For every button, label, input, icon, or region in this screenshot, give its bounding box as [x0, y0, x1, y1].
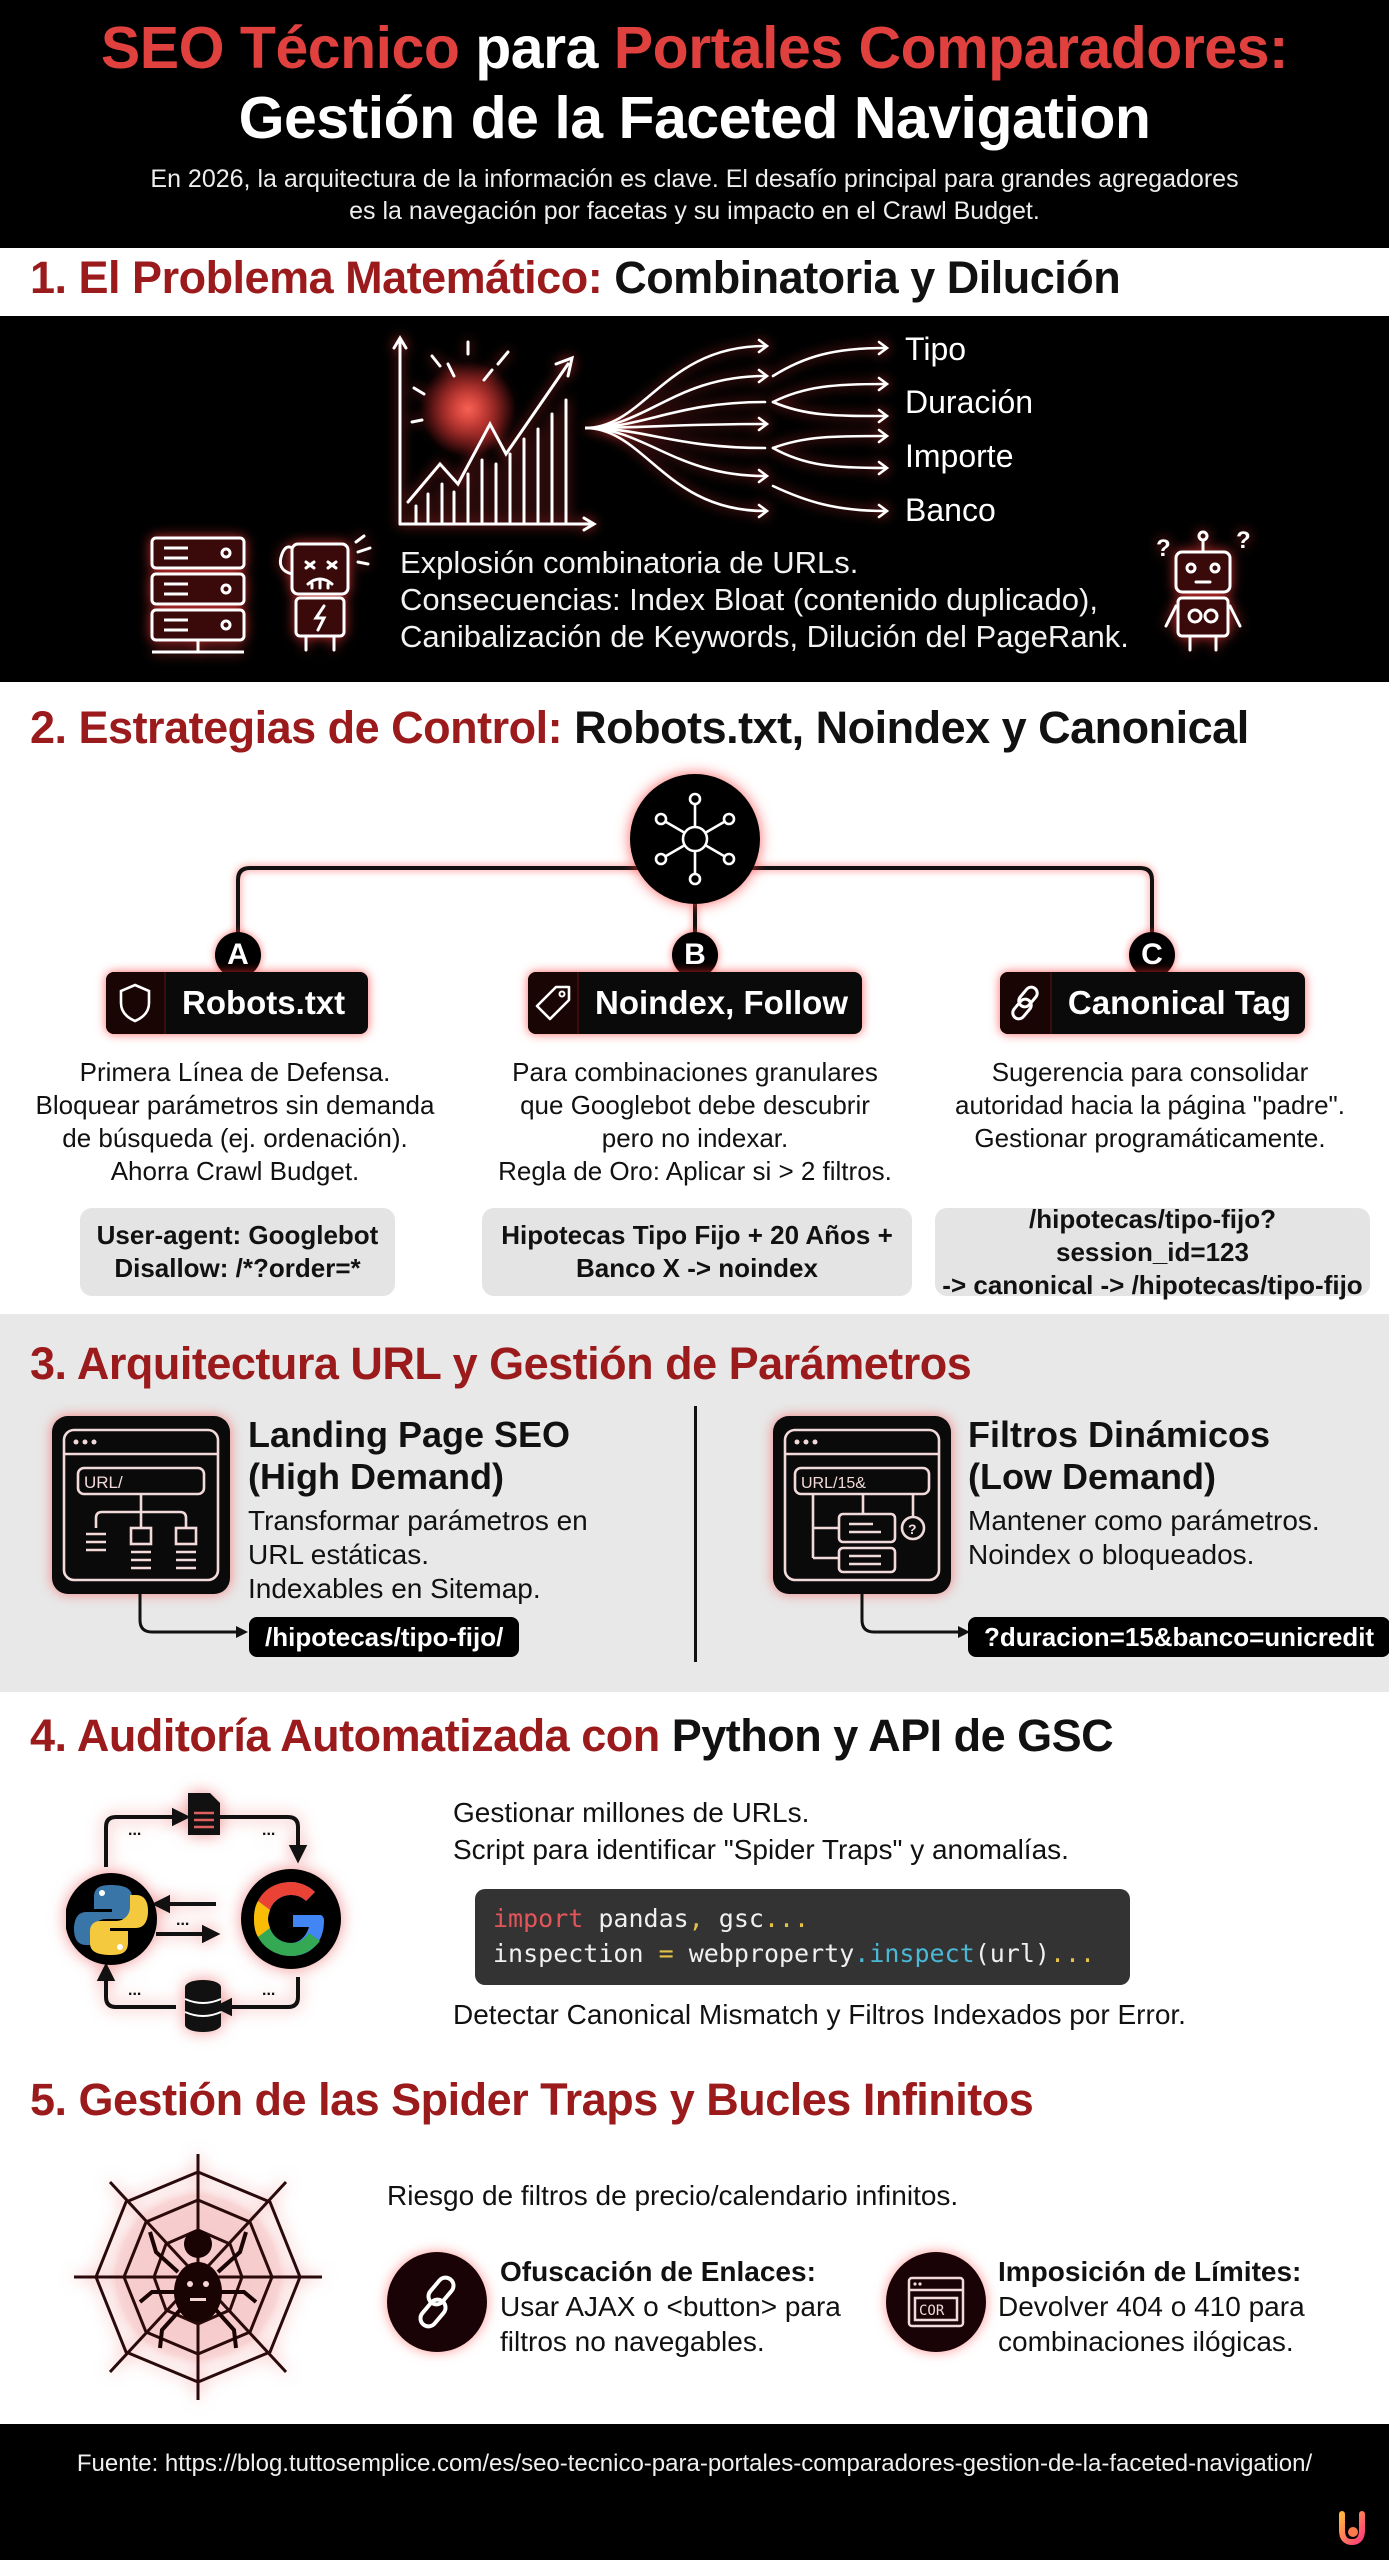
browser-window-cor-icon: COR: [886, 2252, 986, 2352]
section5-intro: Riesgo de filtros de precio/calendario i…: [387, 2180, 959, 2211]
automation-cycle-graphic: ...............: [66, 1793, 341, 2032]
section1-body: Tipo Duración Importe Banco Explosión co…: [0, 316, 1389, 682]
strategy-letter-c: C: [1129, 932, 1175, 978]
link-obfuscation-text: Ofuscación de Enlaces: Usar AJAX o <butt…: [500, 2256, 841, 2357]
section1-header: 1. El Problema Matemático: Combinatoria …: [0, 248, 1389, 316]
facet-label: Banco: [905, 492, 996, 528]
dynamic-url-chip: ?duracion=15&banco=unicredit: [968, 1617, 1389, 1657]
strategy-letter-a: A: [215, 932, 261, 978]
section5: 5. Gestión de las Spider Traps y Bucles …: [0, 2052, 1389, 2424]
database-icon: [185, 1980, 221, 2032]
landing-page-window-icon: URL/: [52, 1416, 230, 1594]
section5-title: 5. Gestión de las Spider Traps y Bucles …: [30, 2074, 1034, 2125]
svg-text:...: ...: [128, 1822, 141, 1839]
section2: 2. Estrategias de Control: Robots.txt, N…: [0, 682, 1389, 1314]
header: SEO Técnico para Portales Comparadores: …: [0, 0, 1389, 248]
svg-text:COR: COR: [919, 2303, 945, 2319]
column-divider: [694, 1406, 697, 1662]
section1-title: 1. El Problema Matemático: Combinatoria …: [30, 252, 1121, 303]
svg-text:URL/15&: URL/15&: [801, 1475, 866, 1492]
shield-icon: [106, 972, 166, 1034]
strategy-robots-txt: Robots.txt: [106, 972, 368, 1034]
dynamic-filters-title: Filtros Dinámicos(Low Demand): [968, 1414, 1271, 1497]
chain-link-icon: [387, 2252, 487, 2352]
server-stack-icon: [150, 536, 246, 654]
strategy-canonical-tag: Canonical Tag: [1000, 972, 1305, 1034]
footer: Fuente: https://blog.tuttosemplice.com/e…: [0, 2424, 1389, 2560]
network-hub-icon: [654, 792, 736, 886]
document-icon: [188, 1793, 220, 1835]
branching-arrows-icon: [585, 338, 890, 519]
facet-label: Duración: [905, 384, 1034, 420]
section3-title: 3. Arquitectura URL y Gestión de Parámet…: [30, 1338, 972, 1389]
arrow-connector: [860, 1594, 970, 1638]
svg-text:?: ?: [908, 1521, 917, 1537]
tuttosemplice-logo-icon: [1339, 2511, 1365, 2546]
code-snippet: import pandas, gsc...inspection = webpro…: [475, 1889, 1130, 1985]
source-link[interactable]: Fuente: https://blog.tuttosemplice.com/e…: [76, 2450, 1313, 2477]
limits-text: Imposición de Límites: Devolver 404 o 41…: [998, 2256, 1305, 2357]
page-title-line1: SEO Técnico para Portales Comparadores:: [100, 15, 1289, 81]
stressed-robot-icon: [278, 534, 372, 652]
spider-web-icon: [74, 2154, 322, 2400]
link-icon: [1000, 972, 1052, 1034]
landing-page-title: Landing Page SEO(High Demand): [248, 1414, 571, 1497]
svg-text:?: ?: [1236, 527, 1251, 554]
section4-intro: Gestionar millones de URLs.Script para i…: [453, 1797, 1069, 1865]
section2-title: 2. Estrategias de Control: Robots.txt, N…: [30, 702, 1249, 753]
page-title-line2: Gestión de la Faceted Navigation: [238, 85, 1151, 151]
strategy-description: Para combinaciones granulares que Google…: [498, 1057, 892, 1186]
svg-text:?: ?: [1156, 535, 1171, 562]
tag-icon: [528, 972, 579, 1034]
strategy-noindex-follow: Noindex, Follow: [528, 972, 862, 1034]
svg-text:...: ...: [262, 1982, 275, 1999]
section4-detection: Detectar Canonical Mismatch y Filtros In…: [453, 1999, 1186, 2030]
section1-consequences: Explosión combinatoria de URLs. Consecue…: [400, 545, 1129, 654]
exploding-chart-icon: [392, 335, 597, 532]
svg-text:URL/: URL/: [84, 1473, 123, 1492]
strategy-example: /hipotecas/tipo-fijo?session_id=123-> ca…: [935, 1204, 1370, 1300]
strategy-example: Hipotecas Tipo Fijo + 20 Años +Banco X -…: [482, 1208, 912, 1296]
network-hub: [630, 774, 760, 904]
arrow-connector: [138, 1594, 248, 1638]
cycle-arrows-icon: [96, 1807, 308, 2017]
page-subtitle: En 2026, la arquitectura de la informaci…: [150, 165, 1239, 225]
landing-url-chip: /hipotecas/tipo-fijo/: [249, 1617, 520, 1657]
strategy-description: Sugerencia para consolidar autoridad hac…: [955, 1057, 1345, 1153]
strategy-description: Primera Línea de Defensa. Bloquear parám…: [35, 1057, 435, 1186]
strategy-letter-b: B: [672, 932, 718, 978]
dynamic-filters-window-icon: URL/15& ?: [773, 1416, 951, 1594]
section4: 4. Auditoría Automatizada con Python y A…: [0, 1692, 1389, 2052]
python-logo-icon: [66, 1873, 157, 1965]
dynamic-filters-description: Mantener como parámetros.Noindex o bloqu…: [968, 1505, 1320, 1570]
svg-text:...: ...: [262, 1822, 275, 1839]
google-logo-icon: [241, 1869, 341, 1969]
facet-label: Importe: [905, 438, 1014, 474]
svg-text:...: ...: [176, 1912, 189, 1929]
section4-title: 4. Auditoría Automatizada con Python y A…: [30, 1710, 1114, 1761]
svg-text:...: ...: [128, 1982, 141, 1999]
facet-label: Tipo: [905, 331, 967, 367]
section3: 3. Arquitectura URL y Gestión de Parámet…: [0, 1314, 1389, 1692]
confused-robot-icon: ? ?: [1156, 527, 1251, 652]
